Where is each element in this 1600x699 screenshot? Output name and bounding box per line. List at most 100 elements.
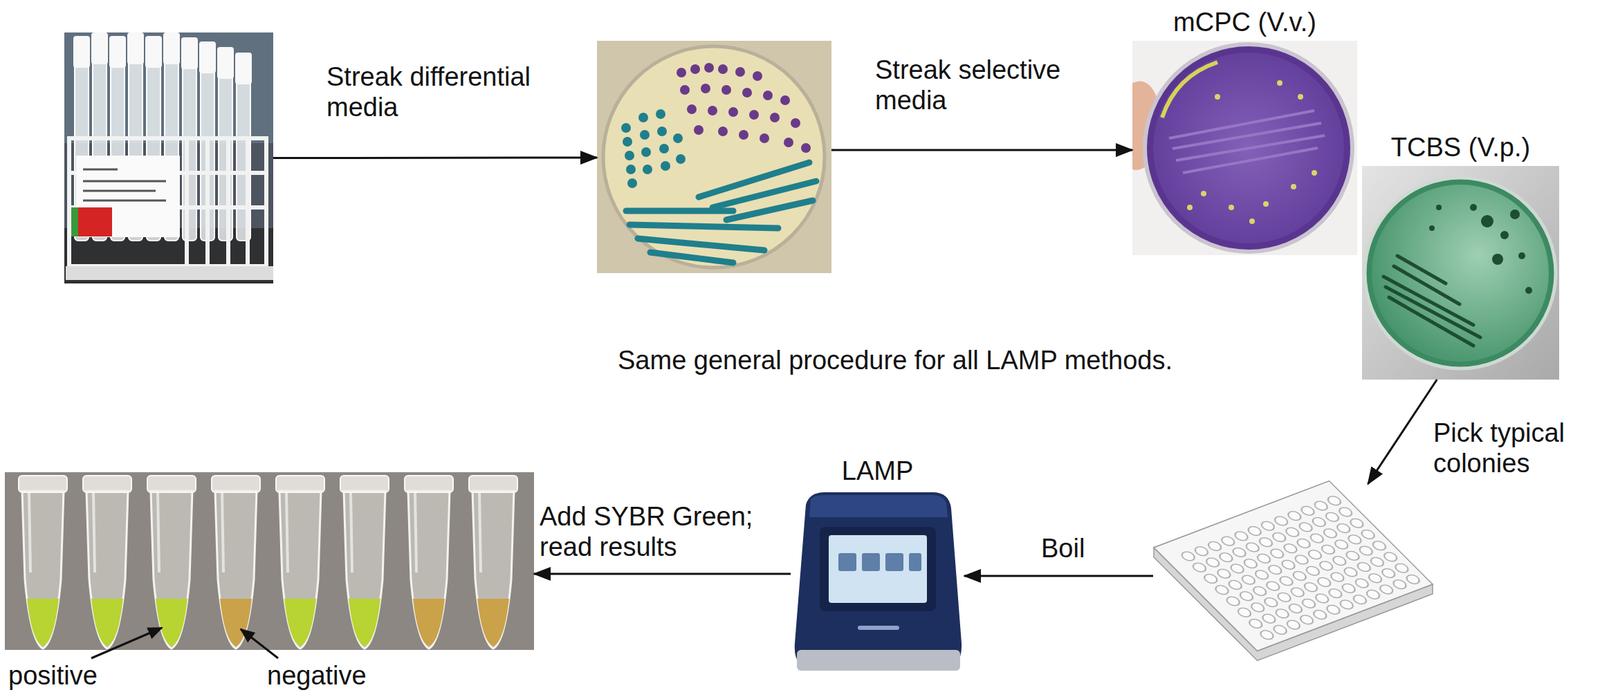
step-label: Add SYBR Green; read results bbox=[539, 502, 779, 563]
mcpc-plate-art bbox=[1311, 170, 1318, 176]
tcbs-plate-art bbox=[1429, 225, 1435, 232]
lamp-instrument-art bbox=[794, 492, 962, 671]
tcbs-plate-art bbox=[1525, 287, 1533, 294]
differential-plate-art bbox=[676, 62, 811, 153]
process-arrow bbox=[273, 157, 597, 160]
tube-rack-photo-art bbox=[83, 190, 156, 193]
tube-rack-photo-art bbox=[69, 138, 267, 267]
mcpc-plate-art bbox=[1153, 52, 1345, 244]
tube-rack-photo-art bbox=[83, 169, 167, 201]
mcpc-plate-art bbox=[1200, 190, 1207, 197]
differential-plate-art bbox=[749, 109, 759, 120]
differential-plate-art bbox=[690, 64, 701, 75]
tube-rack-photo-art bbox=[83, 199, 167, 202]
tube-rack-photo-art bbox=[145, 35, 162, 68]
differential-plate-art bbox=[637, 238, 765, 251]
differential-plate-art bbox=[679, 85, 690, 95]
differential-plate-art bbox=[655, 109, 666, 119]
differential-plate-art bbox=[638, 112, 649, 123]
tube-rack-photo-art bbox=[77, 207, 113, 237]
differential-plate-art bbox=[596, 40, 832, 274]
lamp-instrument-art bbox=[861, 553, 880, 572]
leader-arrows bbox=[91, 628, 279, 659]
tube-rack-photo-art bbox=[73, 35, 90, 68]
node-heading-group: TCBS (V.p.) bbox=[1391, 132, 1531, 164]
differential-plate-art bbox=[639, 130, 650, 140]
tube-rack-photo bbox=[64, 32, 274, 284]
tcbs-plate-art bbox=[1362, 166, 1560, 380]
tcbs-plate-art bbox=[1385, 287, 1481, 338]
differential-plate-art bbox=[735, 67, 746, 77]
differential-plate-art bbox=[659, 143, 669, 154]
process-arrow bbox=[964, 575, 1154, 578]
differential-plate-art bbox=[728, 107, 739, 117]
mcpc-plate-photo: mCPC (V.v.) bbox=[1132, 40, 1358, 256]
mcpc-plate-art bbox=[1132, 40, 1358, 256]
differential-plate-art bbox=[673, 133, 683, 144]
mcpc-plate-art bbox=[1162, 62, 1218, 118]
lamp-instrument-art bbox=[809, 495, 948, 518]
tcbs-plate-art bbox=[1364, 177, 1556, 369]
tube-rack-photo-art bbox=[83, 180, 167, 183]
mcpc-plate-art bbox=[1169, 110, 1325, 173]
tcbs-plate-art bbox=[1481, 215, 1494, 228]
differential-plate-art bbox=[626, 164, 636, 175]
mcpc-plate-art bbox=[1276, 80, 1283, 86]
differential-plate-art bbox=[621, 123, 631, 133]
differential-plate-art bbox=[718, 64, 728, 75]
node-heading: TCBS (V.p.) bbox=[1391, 132, 1531, 164]
tcbs-plate-art bbox=[1510, 209, 1520, 220]
result-tubes-art bbox=[276, 475, 325, 649]
tcbs-plate-art bbox=[1397, 255, 1446, 284]
note-text: Same general procedure for all LAMP meth… bbox=[617, 345, 1173, 377]
differential-plate-art bbox=[718, 126, 728, 137]
result-label: negative bbox=[267, 661, 367, 692]
mcpc-plate-art bbox=[1228, 204, 1235, 211]
mcpc-plate-art bbox=[1144, 44, 1353, 252]
differential-plate-art bbox=[707, 105, 718, 116]
tube-rack-photo-art bbox=[217, 47, 234, 79]
process-arrow bbox=[831, 148, 1133, 151]
differential-plate-art bbox=[676, 67, 687, 78]
result-tubes-art bbox=[404, 475, 454, 649]
lamp-instrument-art bbox=[794, 492, 962, 670]
result-tubes-art bbox=[4, 472, 535, 651]
differential-plate-art bbox=[738, 130, 749, 140]
tcbs-plate-art bbox=[1429, 204, 1533, 294]
result-tubes-art bbox=[340, 475, 389, 649]
mcpc-plate-art bbox=[1169, 110, 1315, 139]
tube-rack-photo-art bbox=[65, 266, 274, 281]
differential-plate-photo bbox=[596, 40, 832, 274]
tcbs-plate-art bbox=[1469, 204, 1477, 211]
tube-rack-photo-art bbox=[199, 41, 216, 74]
well-plate-art bbox=[1153, 481, 1433, 652]
result-tubes-art bbox=[83, 475, 132, 649]
mcpc-plate-art bbox=[1249, 218, 1255, 225]
differential-plate-art bbox=[627, 178, 638, 189]
differential-plate-art bbox=[686, 104, 697, 115]
tube-rack-photo-art bbox=[245, 138, 250, 267]
step-label: Streak differential media bbox=[326, 62, 555, 123]
tube-rack-photo-art bbox=[235, 52, 252, 85]
differential-plate-art bbox=[660, 161, 671, 171]
differential-plate-art bbox=[642, 164, 653, 175]
differential-plate-art bbox=[603, 46, 825, 268]
mcpc-plate-art bbox=[1297, 94, 1304, 100]
mcpc-plate-art bbox=[1187, 204, 1193, 211]
differential-plate-art bbox=[742, 87, 752, 98]
lamp-instrument-art bbox=[857, 626, 900, 631]
result-tubes-art bbox=[147, 475, 196, 649]
node-heading: mCPC (V.v.) bbox=[1173, 7, 1317, 39]
well-plate-art bbox=[1175, 492, 1425, 644]
mcpc-plate-art bbox=[1187, 80, 1318, 225]
mcpc-plate-art bbox=[1182, 148, 1318, 173]
tube-rack-photo-art bbox=[109, 35, 126, 68]
mcpc-plate-art bbox=[1172, 123, 1322, 149]
differential-plate-art bbox=[704, 62, 714, 73]
mcpc-plate-art bbox=[1214, 94, 1221, 100]
differential-plate-art bbox=[641, 147, 651, 158]
lamp-instrument-art bbox=[885, 553, 904, 572]
differential-plate-art bbox=[596, 40, 832, 274]
tcbs-plate-art bbox=[1362, 166, 1560, 380]
result-tubes-art bbox=[469, 475, 518, 649]
